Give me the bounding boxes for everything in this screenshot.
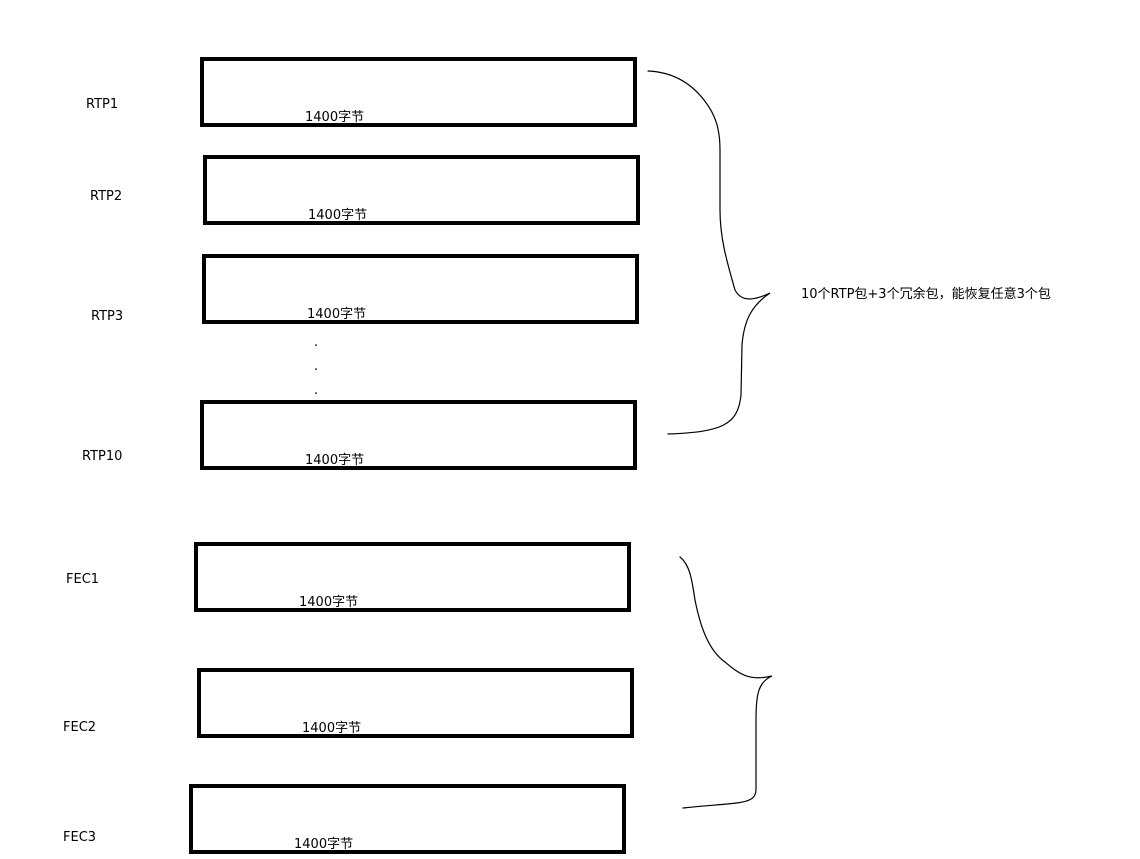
packet-size-rtp1: 1400字节: [305, 110, 365, 125]
packet-box-rtp1: [200, 57, 637, 127]
packet-box-rtp10: [200, 400, 637, 470]
redundancy-annotation: 10个RTP包+3个冗余包，能恢复任意3个包: [801, 287, 1051, 302]
packet-box-fec2: [197, 668, 634, 738]
ellipsis-dot: .: [314, 383, 319, 398]
packet-size-fec1: 1400字节: [299, 595, 359, 610]
packet-box-fec1: [194, 542, 631, 612]
packet-size-rtp3: 1400字节: [307, 307, 367, 322]
ellipsis-dot: .: [314, 335, 319, 350]
packet-size-rtp10: 1400字节: [305, 453, 365, 468]
packet-size-rtp2: 1400字节: [308, 208, 368, 223]
packet-label-rtp3: RTP3: [91, 309, 124, 324]
rtp-group-brace: [647, 70, 771, 435]
packet-label-rtp1: RTP1: [86, 97, 119, 112]
packet-box-rtp2: [203, 155, 640, 225]
packet-label-fec1: FEC1: [66, 572, 100, 587]
packet-label-fec2: FEC2: [63, 720, 97, 735]
packet-label-rtp10: RTP10: [82, 449, 123, 464]
packet-label-rtp2: RTP2: [90, 189, 123, 204]
packet-label-fec3: FEC3: [63, 830, 97, 845]
packet-box-rtp3: [202, 254, 639, 324]
packet-size-fec3: 1400字节: [294, 837, 354, 852]
packet-size-fec2: 1400字节: [302, 721, 362, 736]
packet-box-fec3: [189, 784, 626, 854]
ellipsis-dot: .: [314, 359, 319, 374]
fec-group-brace: [679, 556, 773, 809]
